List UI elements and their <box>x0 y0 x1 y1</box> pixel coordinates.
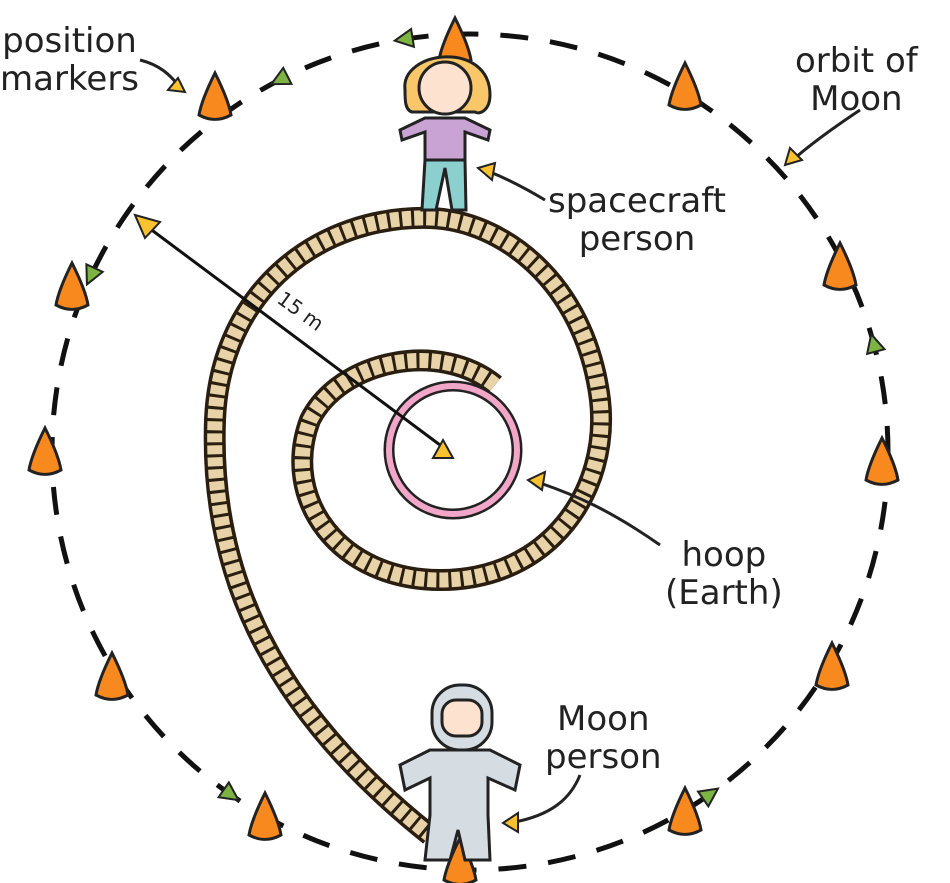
spacesuit <box>398 748 522 862</box>
position-marker-cone <box>247 789 283 841</box>
spacecraft-person <box>398 55 492 212</box>
moon-person <box>398 683 522 862</box>
orbit-direction-arrow-icon <box>865 331 887 356</box>
pointer-icon <box>783 146 804 167</box>
pants <box>420 158 468 212</box>
face <box>417 60 473 116</box>
radius-line <box>144 223 441 447</box>
label-hoop-earth: hoop(Earth) <box>665 536 783 612</box>
pointer-icon <box>501 811 519 834</box>
orbit-direction-arrow-icon <box>392 27 416 49</box>
position-marker-cone <box>54 259 90 311</box>
label-line: markers <box>0 59 140 99</box>
position-marker-cone <box>814 639 850 691</box>
leader-line <box>489 170 546 202</box>
label-line: Moon <box>810 79 903 119</box>
label-line: Moon <box>557 699 650 739</box>
label-line: orbit of <box>795 41 918 81</box>
position-marker-cone <box>667 784 703 836</box>
position-marker-cone <box>864 434 900 486</box>
pointer-icon <box>166 76 187 94</box>
face <box>440 698 484 738</box>
position-marker-cone <box>27 424 63 476</box>
pointer-icon <box>431 437 455 459</box>
pointer-icon <box>526 470 547 492</box>
shirt <box>398 116 492 162</box>
label-line: person <box>578 219 696 259</box>
leader-line <box>539 481 661 547</box>
label-line: spacecraft <box>548 181 726 221</box>
orbit-direction-arrow-icon <box>269 66 294 86</box>
pointer-icon <box>475 161 497 182</box>
orbit-direction-arrow-icon <box>696 787 720 809</box>
orbit-direction-arrow-icon <box>216 780 241 802</box>
label-leader-lines <box>139 58 861 824</box>
label-line: hoop <box>681 535 767 575</box>
orbit-direction-arrow-icon <box>85 262 105 287</box>
leader-line <box>794 108 861 160</box>
leader-line <box>139 58 180 86</box>
orbit-direction-arrows <box>85 27 887 809</box>
position-marker-cone <box>667 59 703 111</box>
position-marker-cone <box>197 69 233 121</box>
position-marker-cone <box>94 649 130 701</box>
position-marker-cone <box>822 239 858 291</box>
label-line: position <box>2 21 137 61</box>
label-line: person <box>545 737 662 777</box>
hoop-fill <box>386 383 520 517</box>
leader-line <box>514 774 582 824</box>
pointer-icon <box>133 213 162 240</box>
rope-spiral-fill <box>207 210 609 841</box>
label-line: (Earth) <box>665 573 783 613</box>
